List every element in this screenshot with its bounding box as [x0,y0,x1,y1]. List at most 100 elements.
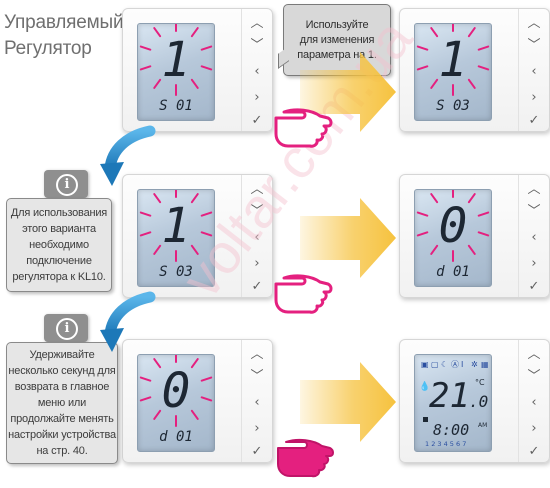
left-icon[interactable]: ‹ [531,230,537,245]
temperature-unit: °C [475,378,485,387]
flashing-rays [139,355,213,427]
thermostat-device: 0 d 01 ︿ ﹀ ‹ › ✓ [399,174,550,298]
up-icon[interactable]: ︿ [250,16,264,31]
right-icon[interactable]: › [531,90,537,105]
up-icon[interactable]: ︿ [250,182,264,197]
lcd-value: 0 [162,363,191,419]
mode-icon: ▦ [481,360,489,369]
thermostat-device: 1 S 01 ︿ ﹀ ‹ › ✓ [122,8,273,132]
status-indicator [423,417,428,422]
button-column: ︿ ﹀ ‹ › ✓ [241,175,272,297]
callout-line: продолжайте менять [10,413,114,425]
down-icon[interactable]: ﹀ [250,38,264,53]
info-icon: i [44,314,88,342]
lcd-value: 1 [439,32,468,88]
left-icon[interactable]: ‹ [254,395,260,410]
thermostat-device: 0 d 01 ︿ ﹀ ‹ › ✓ [122,339,273,463]
check-icon[interactable]: ✓ [528,444,540,459]
lcd-value: 1 [162,198,191,254]
button-column: ︿ ﹀ ‹ › ✓ [518,340,549,462]
right-icon[interactable]: › [531,421,537,436]
button-column: ︿ ﹀ ‹ › ✓ [518,175,549,297]
callout-line: меню или [37,397,87,409]
down-icon[interactable]: ﹀ [527,369,541,384]
callout-line: необходимо [29,239,89,251]
mode-icon: Ⓐ [451,360,459,369]
pointing-hand-icon [277,438,334,478]
callout-line: Удерживайте [29,349,95,361]
lcd-screen: 1 S 01 [137,23,215,121]
mode-icon: ☾ [441,360,448,369]
lcd-screen: 0 d 01 [414,189,492,287]
pointing-hand-icon [274,108,333,148]
right-icon[interactable]: › [254,256,260,271]
blue-curved-arrow [100,291,156,352]
clock-ampm: AM [478,422,487,429]
yellow-arrow [300,362,396,442]
callout-line: этого варианта [22,223,96,235]
up-icon[interactable]: ︿ [527,182,541,197]
down-icon[interactable]: ﹀ [250,204,264,219]
left-icon[interactable]: ‹ [254,64,260,79]
down-icon[interactable]: ﹀ [250,369,264,384]
temperature-value: 21 [429,376,470,416]
clock-time: 8:00 [433,421,469,439]
lcd-parameter: S 03 [159,264,193,280]
right-icon[interactable]: › [254,421,260,436]
left-icon[interactable]: ‹ [531,395,537,410]
lcd-parameter: d 01 [159,429,193,445]
up-icon[interactable]: ︿ [527,16,541,31]
button-column: ︿ ﹀ ‹ › ✓ [241,9,272,131]
mode-icon: ▣ [421,360,429,369]
button-column: ︿ ﹀ ‹ › ✓ [241,340,272,462]
temperature-decimal: .0 [469,392,488,411]
yellow-arrow [300,198,396,278]
title-line-1: Управляемый [4,12,124,33]
callout-line: подключение [26,255,92,267]
left-icon[interactable]: ‹ [254,230,260,245]
callout-line: для изменения [299,33,375,46]
callout-line: регулятора к KL10. [12,271,106,283]
button-column: ︿ ﹀ ‹ › ✓ [518,9,549,131]
watermark: voltar.com.ua [169,7,424,309]
right-icon[interactable]: › [531,256,537,271]
lcd-value: 0 [439,198,468,254]
lcd-screen: 1 S 03 [137,189,215,287]
down-icon[interactable]: ﹀ [527,204,541,219]
lcd-parameter: d 01 [436,264,470,280]
callout-line: настройки устройства [8,429,116,441]
humidity-icon: 💧 [419,380,430,392]
check-icon[interactable]: ✓ [528,113,540,128]
lcd-value: 1 [162,32,191,88]
middle-info-callout: Для использования этого варианта необход… [6,198,112,292]
down-icon[interactable]: ﹀ [527,38,541,53]
check-icon[interactable]: ✓ [251,279,263,294]
up-icon[interactable]: ︿ [527,347,541,362]
flashing-rays [139,24,213,96]
mode-icon: ▢ [431,360,439,369]
callout-line: Используйте [305,18,369,31]
bottom-info-callout: Удерживайте несколько секунд для возврат… [6,342,118,464]
check-icon[interactable]: ✓ [251,113,263,128]
right-icon[interactable]: › [254,90,260,105]
check-icon[interactable]: ✓ [251,444,263,459]
check-icon[interactable]: ✓ [528,279,540,294]
blue-curved-arrow [100,125,156,186]
lcd-parameter: S 01 [159,98,193,114]
mode-icon: Ⅰ [461,360,463,369]
lcd-screen: 0 d 01 [137,354,215,452]
left-icon[interactable]: ‹ [531,64,537,79]
callout-line: на стр. 40. [36,445,88,457]
day-indicator: 1 2 3 4 5 6 7 [425,440,466,448]
callout-line: возврата в главное [14,381,110,393]
flashing-rays [416,24,490,96]
title-line-2: Регулятор [4,38,92,59]
flashing-rays [416,190,490,262]
up-icon[interactable]: ︿ [250,347,264,362]
yellow-arrow [300,52,396,132]
